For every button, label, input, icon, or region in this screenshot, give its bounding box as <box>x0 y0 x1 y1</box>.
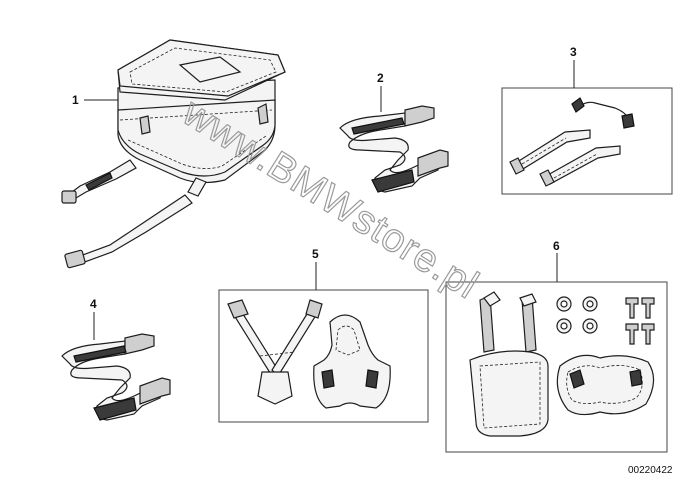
callout-3: 3 <box>570 45 577 59</box>
washer-set <box>556 296 598 334</box>
leader-lines <box>84 60 575 340</box>
watermark-text: www.BMWstore.pl <box>174 90 486 308</box>
part-5-harness-set <box>218 289 429 423</box>
screw-set <box>625 297 655 345</box>
callout-4: 4 <box>90 297 97 311</box>
part-4-strap-buckle <box>61 333 171 421</box>
part-1-tank-bag <box>61 39 286 269</box>
part-2-strap-buckle <box>339 105 449 193</box>
callout-2: 2 <box>377 71 384 85</box>
part-3-strap-set <box>501 87 673 195</box>
callout-5: 5 <box>312 247 319 261</box>
diagram-reference-number: 00220422 <box>628 465 673 476</box>
callout-6: 6 <box>553 239 560 253</box>
part-6-mounting-kit <box>445 281 668 453</box>
callout-1: 1 <box>72 93 79 107</box>
